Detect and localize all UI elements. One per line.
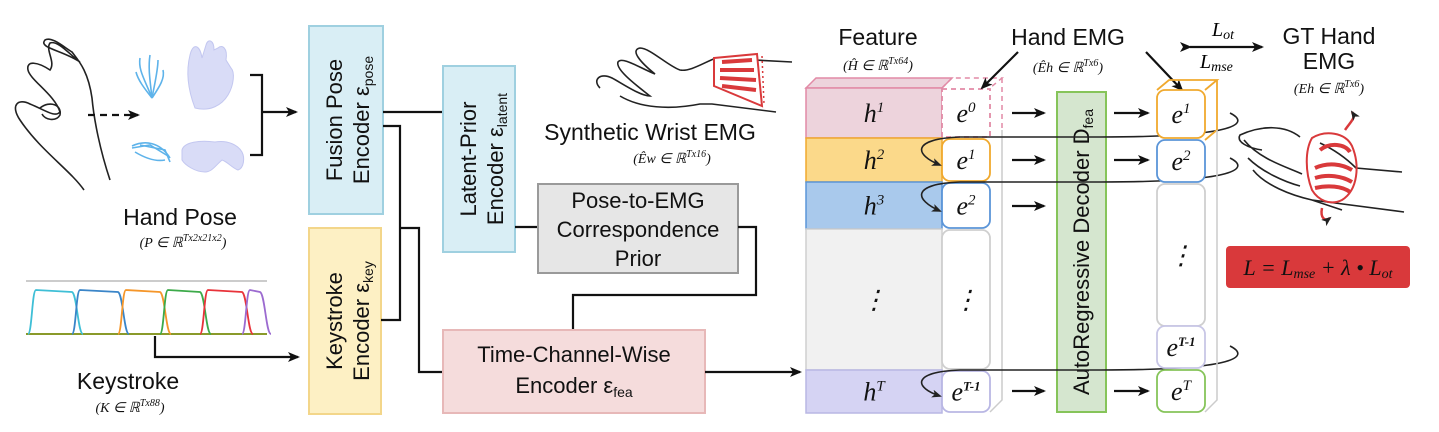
keystroke-trace (199, 289, 254, 335)
gt-hand-icon (1238, 126, 1405, 213)
keystroke-signal-plot (26, 280, 272, 335)
output-cell-label: ⋮ (1168, 241, 1194, 270)
mesh-hand-icon (181, 40, 245, 173)
hand-emg-notation: (Êh ∈ ℝTx6) (1033, 58, 1104, 76)
svg-text:Fusion Pose: Fusion Pose (322, 59, 347, 181)
svg-text:Encoder εlatent: Encoder εlatent (483, 93, 510, 225)
emg-cell (941, 229, 991, 370)
keystroke-trace (241, 289, 272, 335)
feature-title: Feature (838, 24, 917, 50)
synthetic-wrist-emg-title: Synthetic Wrist EMG (544, 119, 756, 145)
wrist-hand-icon (596, 47, 793, 113)
output-cell: eT-1 (1156, 325, 1206, 369)
flow-arrows (921, 108, 1239, 398)
hand-pose-title: Hand Pose (123, 204, 237, 230)
keystroke-notation: (K ∈ ℝTx88) (96, 398, 165, 416)
svg-text:Pose-to-EMG: Pose-to-EMG (571, 188, 704, 213)
svg-text:Encoder εfea: Encoder εfea (515, 373, 633, 400)
bracket (250, 73, 264, 157)
hand-emg-title: Hand EMG (1011, 24, 1125, 50)
keystroke-title: Keystroke (77, 368, 179, 394)
skeleton-hand-icon (131, 54, 171, 163)
output-cell: e2 (1156, 139, 1206, 183)
svg-text:AutoRegressive Decoder Dfea: AutoRegressive Decoder Dfea (1069, 109, 1096, 395)
svg-text:Correspondence: Correspondence (557, 217, 720, 242)
emg-cell (941, 182, 991, 229)
hand-pose-illustration (14, 38, 298, 191)
loss-ot-label: Lot (1211, 19, 1235, 43)
svg-text:Encoder εkey: Encoder εkey (349, 261, 376, 381)
keystroke-trace (27, 289, 84, 335)
output-cell: eT (1156, 369, 1206, 413)
e0-dashed-face (941, 77, 1005, 89)
loss-mse-label: Lmse (1199, 51, 1233, 75)
feature-top-face (804, 77, 954, 89)
synthetic-wrist-emg-notation: (Êw ∈ ℝTx16) (633, 149, 711, 167)
output-cell: e1 (1156, 89, 1206, 139)
latent-prior-encoder: Latent-Prior Encoder εlatent (442, 65, 516, 253)
feedback-loop-arrow (921, 157, 1239, 212)
emg-cell (941, 370, 991, 413)
feature-notation: (Ĥ ∈ ℝTx64) (843, 56, 913, 74)
keystroke-trace (117, 289, 172, 335)
gt-hand-emg-title-line1: GT Hand (1283, 23, 1376, 49)
keystroke-trace (71, 289, 130, 335)
output-cell: ⋮ (1156, 183, 1206, 327)
svg-text:Prior: Prior (615, 246, 661, 271)
gt-hand-emg-title-line2: EMG (1303, 48, 1355, 74)
feedback-loop-arrow (921, 345, 1239, 398)
total-loss-badge: L = Lmse + λ • Lot (1226, 246, 1410, 288)
emg-cell-label: ⋮ (953, 286, 979, 315)
wrist-emg-illustration (596, 47, 793, 113)
svg-text:Latent-Prior: Latent-Prior (456, 102, 481, 217)
autoregressive-decoder: AutoRegressive Decoder Dfea (1056, 91, 1107, 413)
correspondence-prior-box: Pose-to-EMG Correspondence Prior (537, 183, 739, 274)
feature-row: ⋮⋮ (805, 228, 991, 371)
hand-emg-pointer-left (980, 51, 1019, 90)
hand-pose-notation: (P ∈ ℝTx2x21x2) (140, 233, 227, 251)
keystroke-arrow (153, 336, 300, 362)
svg-text:Time-Channel-Wise: Time-Channel-Wise (477, 342, 671, 367)
svg-text:L = Lmse + λ • Lot: L = Lmse + λ • Lot (1243, 255, 1394, 282)
keystroke-trace (159, 289, 212, 335)
gt-hand-emg-notation: (Eh ∈ ℝTx6) (1294, 79, 1365, 97)
fusion-pose-encoder: Fusion Pose Encoder εpose (308, 25, 384, 215)
svg-text:Keystroke: Keystroke (322, 272, 347, 370)
keystroke-encoder: Keystroke Encoder εkey (308, 227, 382, 415)
feature-cell-label: ⋮ (861, 286, 887, 315)
emg-cell (941, 138, 991, 182)
svg-text:Encoder εpose: Encoder εpose (349, 56, 376, 184)
feedback-loop-arrow (921, 112, 1239, 166)
time-channel-encoder: Time-Channel-Wise Encoder εfea (442, 329, 706, 414)
gt-hand-illustration (1238, 110, 1405, 227)
hand-sketch-icon (14, 38, 111, 191)
hand-emg-pointer-right (1145, 51, 1184, 92)
